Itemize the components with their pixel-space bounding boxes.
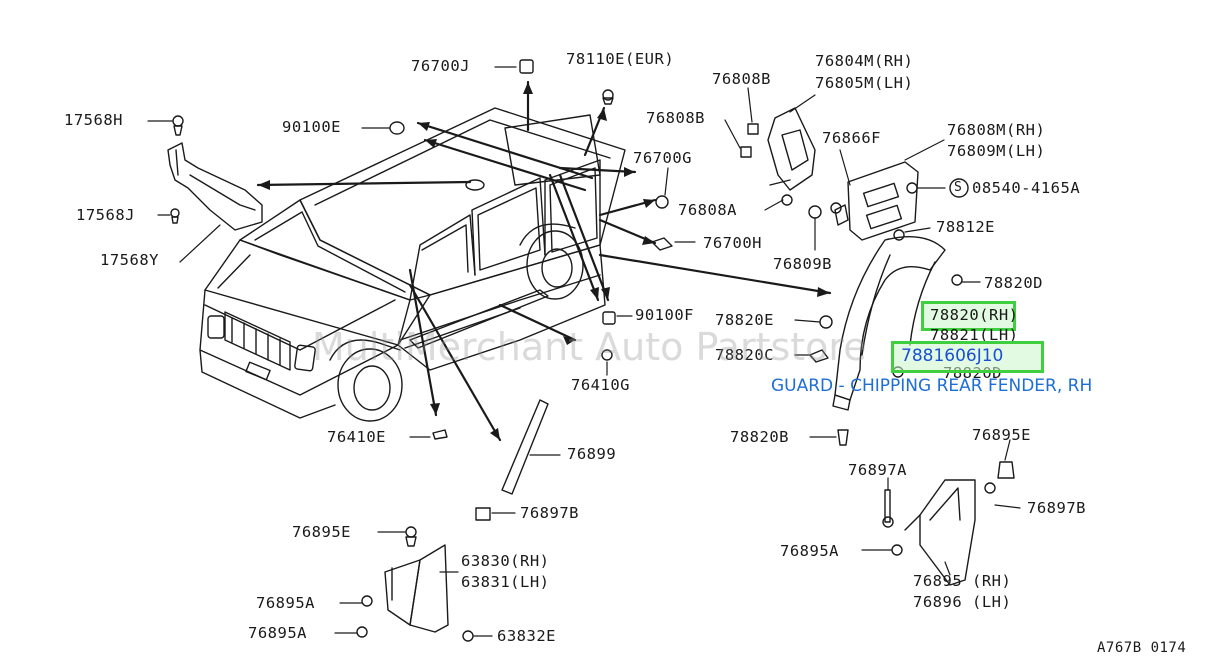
label-76410E: 76410E [327, 428, 386, 446]
label-76808A: 76808A [678, 201, 737, 219]
label-76805M: 76805M(LH) [815, 74, 914, 92]
label-76700G: 76700G [633, 149, 692, 167]
diagram-code: A767B 0174 [1097, 640, 1187, 656]
label-76896-lh: 76896 (LH) [913, 593, 1012, 611]
s-mark: S [954, 180, 963, 195]
label-63830-rh: 63830(RH) [461, 552, 550, 570]
label-76808M: 76808M(RH) [947, 121, 1046, 139]
label-76804M: 76804M(RH) [815, 52, 914, 70]
mudflap-63830-illustration [384, 544, 449, 633]
label-08540-4165A: 08540-4165A [972, 179, 1081, 197]
label-90100F: 90100F [635, 306, 694, 324]
bracket-17568Y-illustration [167, 115, 263, 231]
label-78821-lh: 78821(LH) [930, 326, 1019, 344]
mudflap-76895-illustration [904, 479, 976, 586]
label-76866F: 76866F [822, 129, 881, 147]
arrow-heads [258, 82, 830, 440]
highlight-part-number-box[interactable] [891, 341, 1044, 373]
label-78820D-top: 78820D [984, 274, 1043, 292]
label-76897B-right: 76897B [1027, 499, 1086, 517]
vehicle-body-illustration [199, 107, 626, 422]
label-76895A-left-2: 76895A [248, 624, 307, 642]
label-76895E-right: 76895E [972, 426, 1031, 444]
strip-76899-illustration [501, 399, 549, 495]
label-76700J: 76700J [411, 57, 470, 75]
label-76700H: 76700H [703, 234, 762, 252]
label-90100E: 90100E [282, 118, 341, 136]
label-63832E: 63832E [497, 627, 556, 645]
label-76895A-right: 76895A [780, 542, 839, 560]
label-17568H: 17568H [64, 111, 123, 129]
label-78110E: 78110E(EUR) [566, 50, 675, 68]
highlight-box-78820[interactable] [921, 301, 1016, 331]
leader-lines [147, 66, 1021, 637]
bracket-76804M-illustration [767, 107, 816, 191]
label-76897A: 76897A [848, 461, 907, 479]
label-17568J: 17568J [76, 206, 135, 224]
bracket-76808M-illustration [834, 161, 919, 241]
label-17568Y: 17568Y [100, 251, 159, 269]
label-76895A-left-1: 76895A [256, 594, 315, 612]
label-76809M: 76809M(LH) [947, 142, 1046, 160]
label-78812E: 78812E [936, 218, 995, 236]
label-76808B-top: 76808B [712, 70, 771, 88]
label-76897B-left: 76897B [520, 504, 579, 522]
label-78820B: 78820B [730, 428, 789, 446]
highlight-part-number[interactable]: 7881606J10 [901, 346, 1004, 366]
label-78820E: 78820E [715, 311, 774, 329]
watermark: MultiMerchant Auto Partstore [312, 325, 867, 369]
fender-guard-78820-illustration [832, 235, 946, 411]
label-76899: 76899 [567, 445, 617, 463]
part-description: GUARD - CHIPPING REAR FENDER, RH [771, 376, 1093, 396]
label-78820-rh: 78820(RH) [930, 306, 1019, 324]
label-76895-rh: 76895 (RH) [913, 572, 1012, 590]
label-78820C: 78820C [715, 346, 774, 364]
label-63831-lh: 63831(LH) [461, 573, 550, 591]
label-76808B-mid: 76808B [646, 109, 705, 127]
s-mark-circle [949, 178, 969, 198]
label-76895E-left: 76895E [292, 523, 351, 541]
arrow-lines [256, 80, 832, 442]
label-76809B: 76809B [773, 255, 832, 273]
label-76410G: 76410G [571, 376, 630, 394]
